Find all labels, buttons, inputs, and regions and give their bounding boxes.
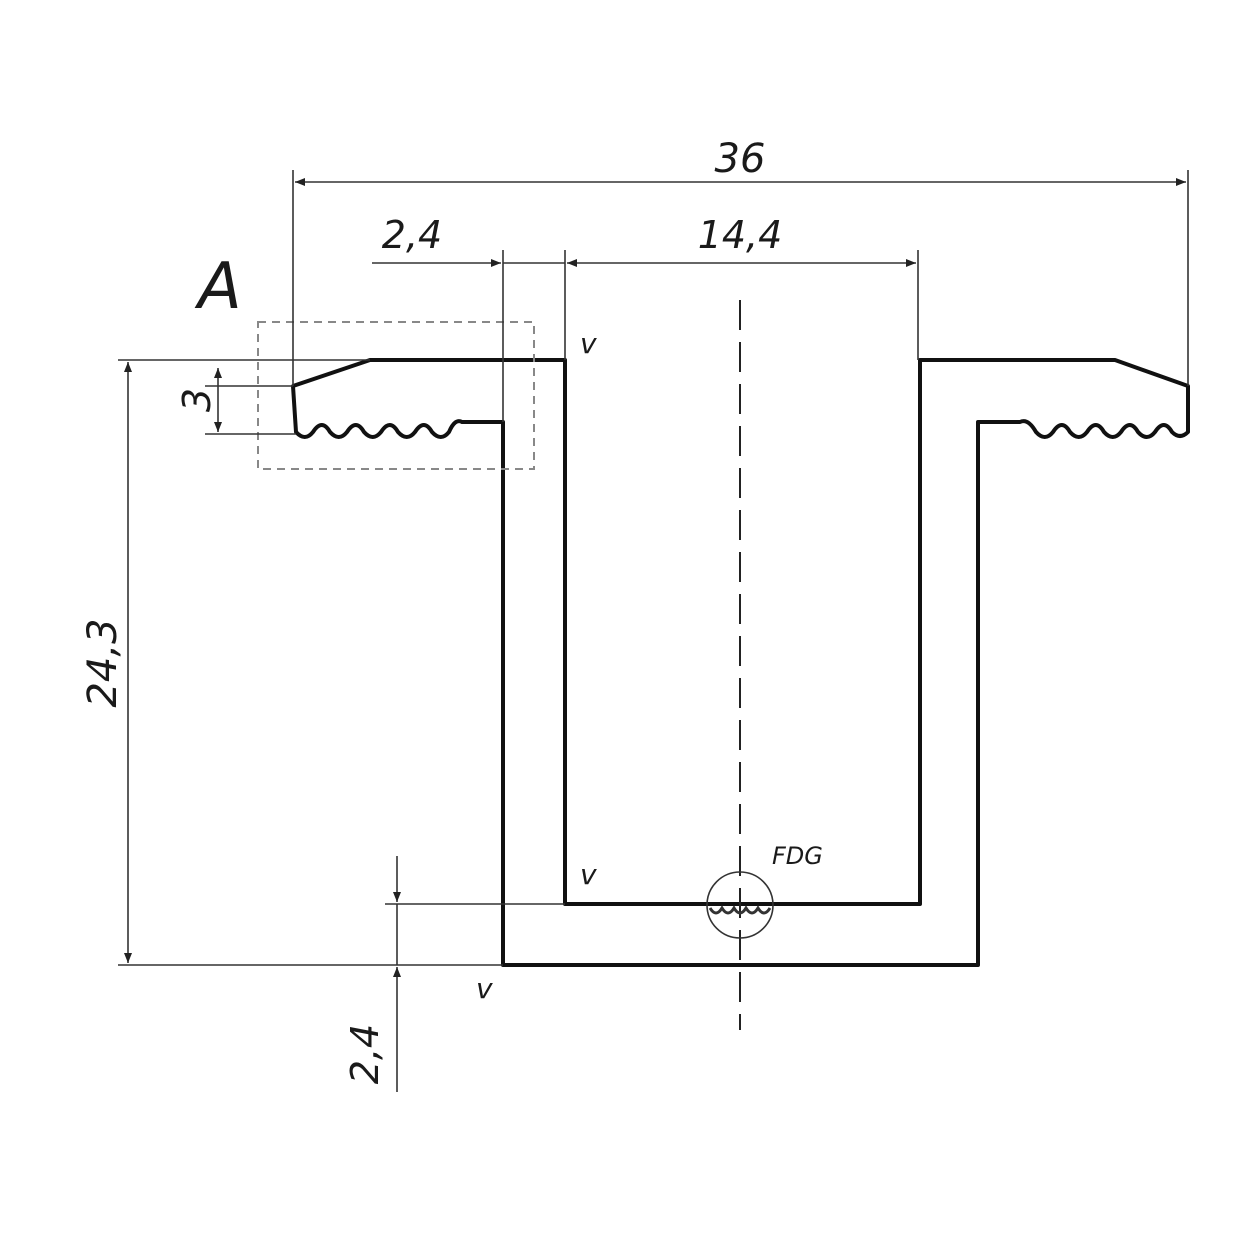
dim-label-channel-width: 14,4 (698, 213, 783, 257)
profile-outline (291, 358, 1190, 967)
dim-label-flange-thickness: 2,4 (382, 213, 442, 257)
dim-top-chain: 2,4 14,4 (372, 213, 919, 422)
surface-mark-bottom: v (476, 972, 493, 1005)
dim-label-total-height: 24,3 (80, 618, 126, 707)
weld-note: FDG (772, 842, 823, 870)
surface-mark-top: v (580, 327, 597, 360)
dim-overall-width: 36 (292, 136, 1189, 386)
weld-circle (706, 871, 774, 939)
weld-symbol: FDG (706, 842, 823, 939)
dim-total-height: 24,3 (80, 362, 503, 966)
view-label: A (194, 250, 242, 324)
surface-mark-inner: v (580, 858, 597, 891)
dim-label-flange-height: 3 (175, 388, 219, 412)
dim-label-36: 36 (715, 136, 766, 182)
detail-a-frame (257, 321, 535, 470)
dim-label-bottom-thickness: 2,4 (343, 1024, 387, 1084)
weld-bead (708, 905, 772, 915)
profile (291, 358, 1190, 967)
dim-flange-height: 3 (118, 359, 370, 435)
dim-bottom-thickness: 2,4 (343, 856, 565, 1092)
